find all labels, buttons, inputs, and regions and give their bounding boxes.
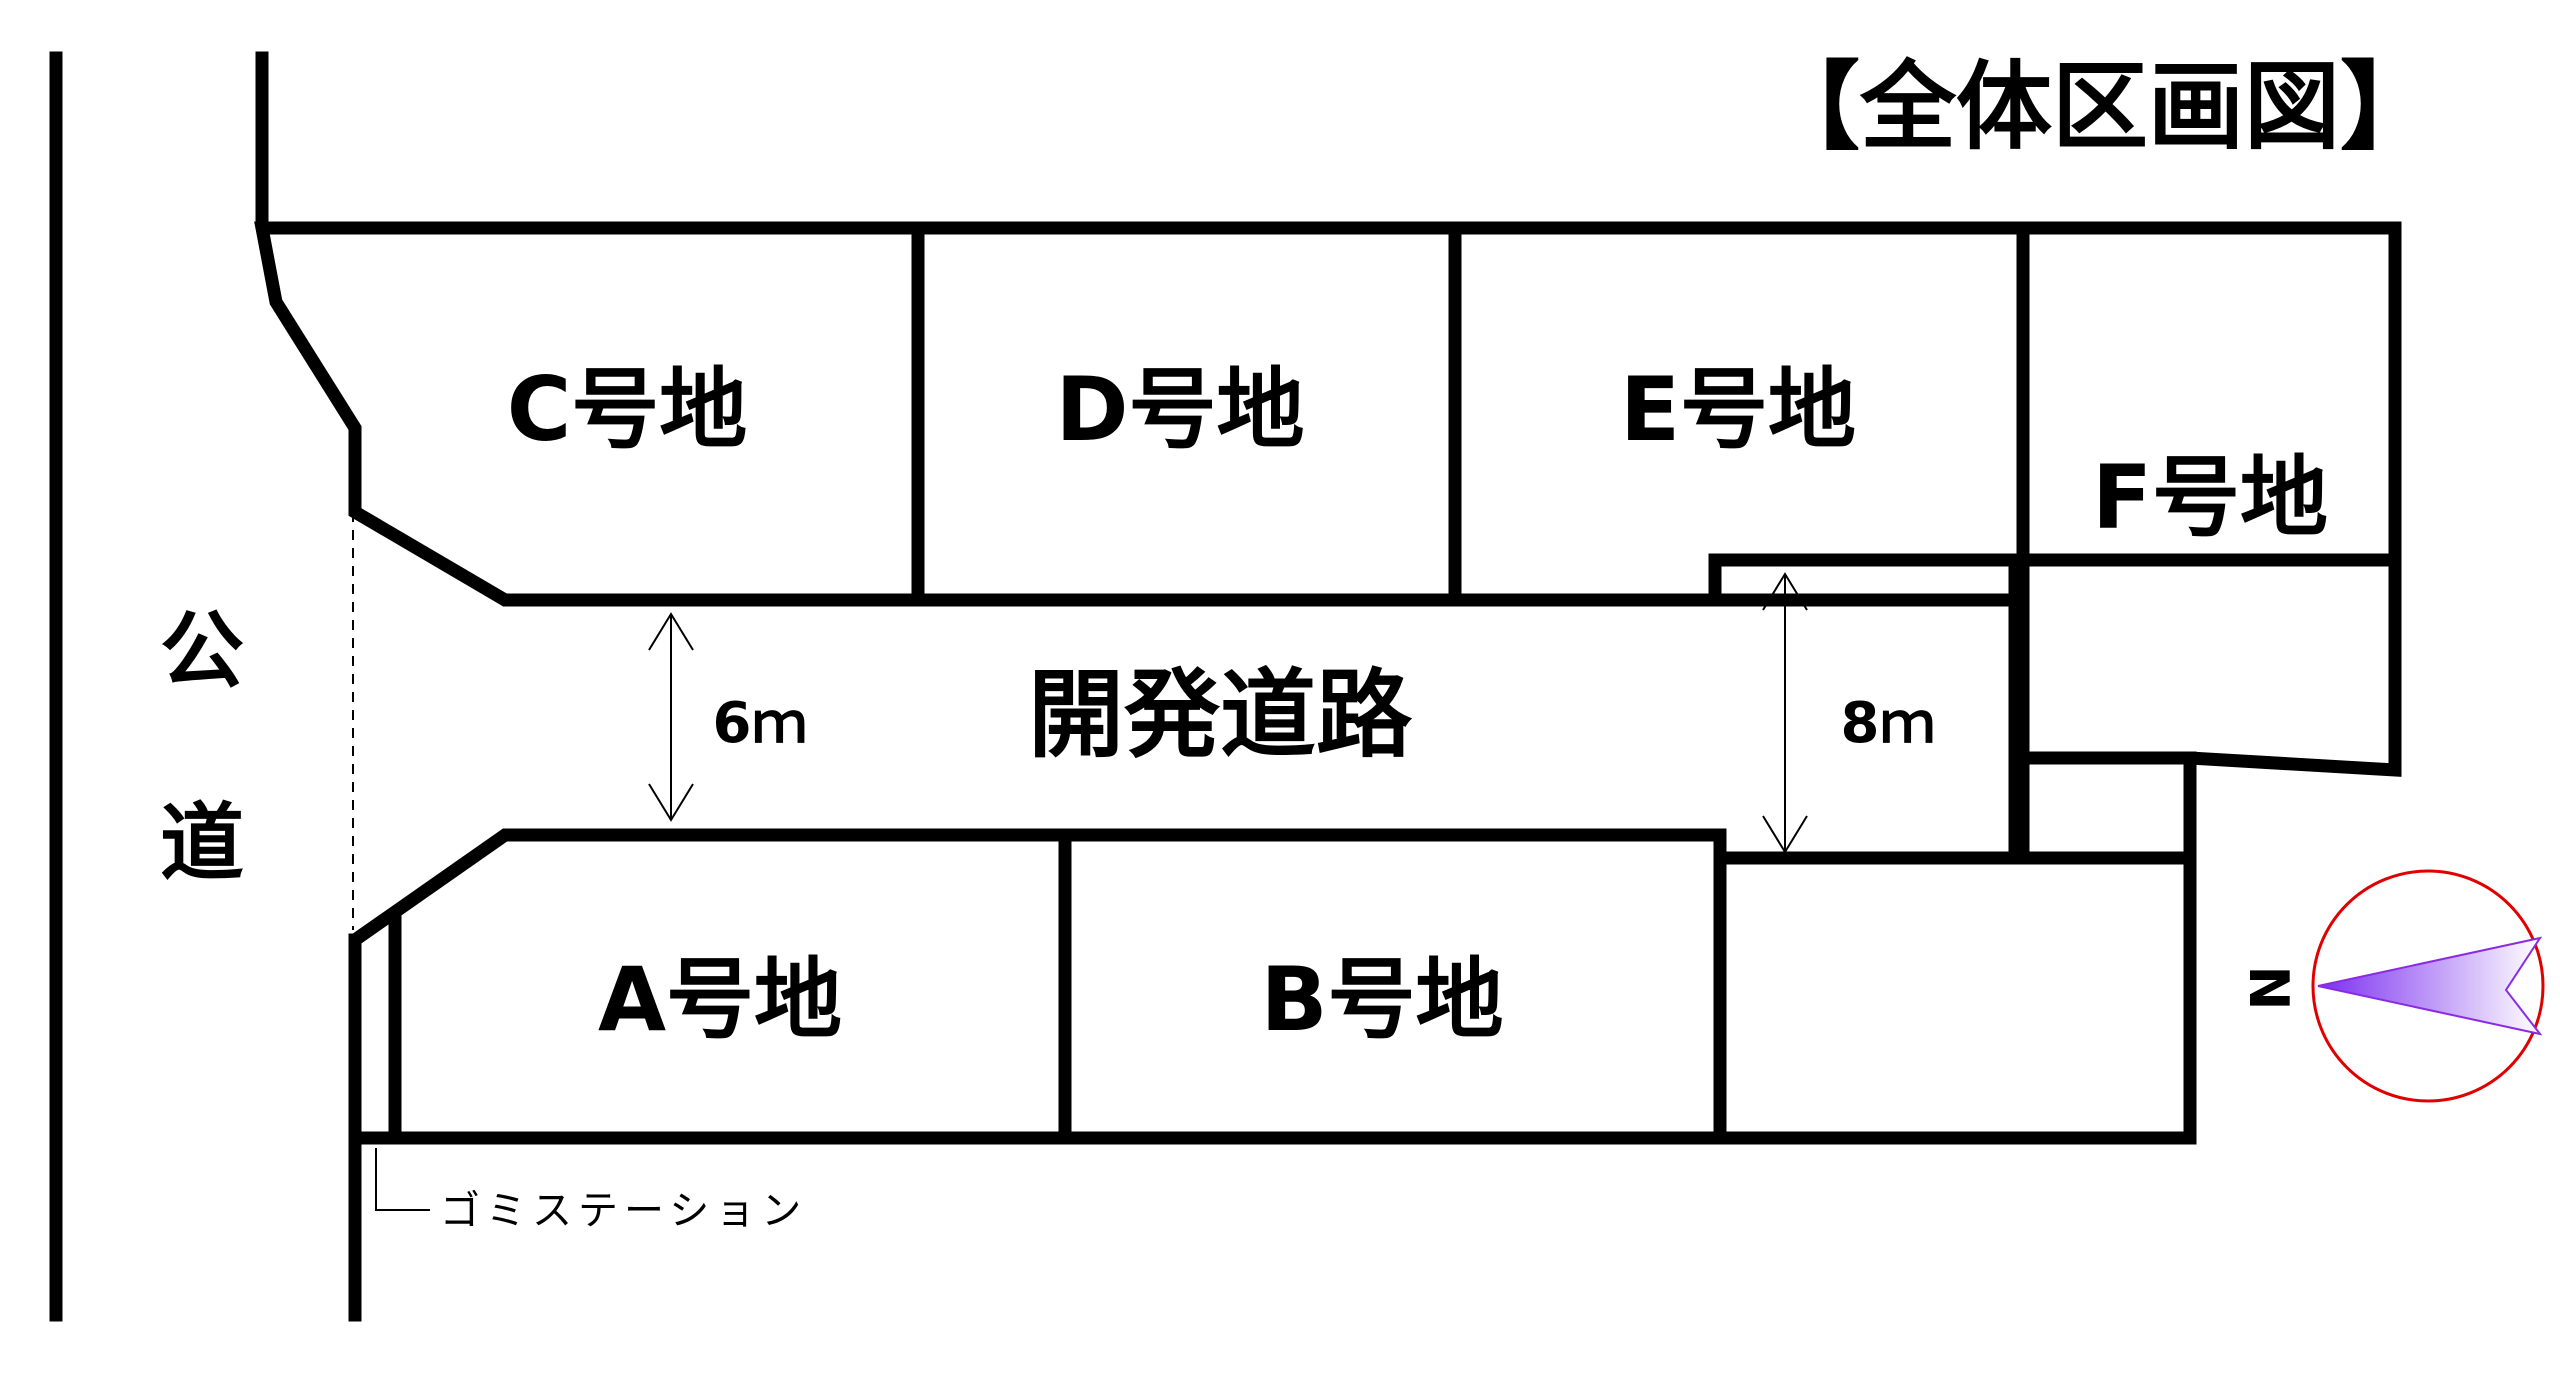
garbage-station-label: ゴミステーション	[440, 1188, 807, 1234]
lot-e-label: E号地	[1620, 358, 1856, 461]
lot-f-label: F号地	[2092, 446, 2328, 549]
dimension-arrow-up-right	[1762, 572, 1808, 611]
compass-north-label: N	[2237, 965, 2300, 1010]
dimension-arrow-down	[648, 783, 694, 822]
compass-needle-icon	[2317, 936, 2543, 1036]
lot-b-label: B号地	[1260, 948, 1503, 1051]
plan-title: 【全体区画図】	[1764, 51, 2436, 163]
lot-f-outline	[2016, 221, 2402, 777]
dimension-arrow-up	[648, 612, 694, 651]
garbage-station-leader	[375, 1148, 430, 1211]
lot-c-label: C号地	[507, 358, 748, 461]
lot-a-label: A号地	[598, 948, 842, 1051]
lot-d-label: D号地	[1055, 358, 1304, 461]
road-width-left-label: 6ｍ	[713, 691, 808, 756]
compass-ring	[2311, 869, 2545, 1103]
compass: N	[2237, 869, 2545, 1103]
dimension-arrow-down-right	[1762, 815, 1808, 854]
public-road-label-2: 道	[160, 794, 244, 892]
development-road-label: 開発道路	[1028, 659, 1413, 771]
lower-block-outline	[348, 828, 2197, 1145]
public-road-label-1: 公	[160, 602, 244, 700]
road-width-right-label: 8ｍ	[1841, 691, 1936, 756]
